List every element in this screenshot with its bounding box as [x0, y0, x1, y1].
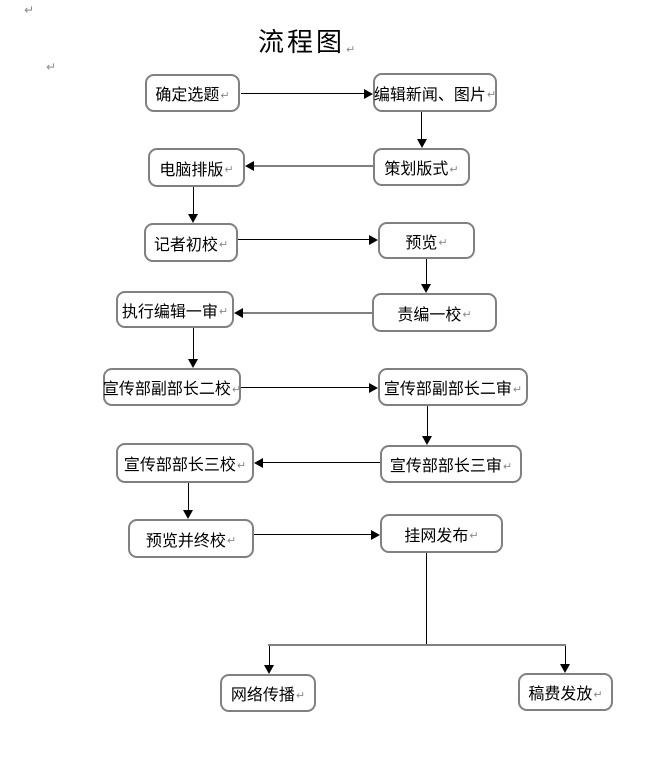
flow-node-determine-topic[interactable]: 确定选题↵ — [145, 74, 240, 112]
paragraph-mark: ↵ — [220, 88, 230, 102]
edge-12-line — [188, 483, 189, 511]
flow-node-network-spread[interactable]: 网络传播↵ — [220, 674, 316, 712]
paragraph-mark: ↵ — [346, 43, 359, 56]
paragraph-mark: ↵ — [226, 534, 237, 547]
edge-3-line — [254, 165, 373, 167]
flow-node-reporter-first-proof[interactable]: 记者初校↵ — [144, 223, 238, 262]
node-label: 挂网发布 — [404, 527, 469, 545]
paragraph-mark: ↵ — [46, 60, 57, 74]
edge-9-line — [241, 387, 370, 388]
paragraph-mark: ↵ — [236, 458, 247, 472]
paragraph-mark: ↵ — [486, 88, 497, 101]
edge-7-arrowhead-left-icon — [234, 308, 243, 318]
edge-5-line — [238, 239, 370, 240]
flow-node-plan-layout[interactable]: 策划版式↵ — [373, 148, 470, 186]
edge-11-line — [263, 462, 380, 463]
edge-14-branch-line — [268, 644, 566, 646]
node-label: 网络传播 — [230, 687, 295, 704]
node-label: 电脑排版 — [159, 161, 224, 179]
edge-8-line — [193, 328, 194, 360]
node-label: 编辑新闻、图片 — [373, 86, 486, 104]
edge-2-arrowhead-down-icon — [417, 139, 427, 148]
flow-node-preview-final-proof[interactable]: 预览并终校↵ — [128, 519, 254, 558]
node-label: 预览并终校 — [145, 532, 226, 550]
paragraph-mark: ↵ — [593, 687, 603, 701]
paragraph-mark: ↵ — [502, 459, 513, 473]
edge-4-line — [193, 187, 194, 215]
edge-4-arrowhead-down-icon — [188, 214, 198, 223]
page-title-text: 流程图 — [258, 28, 346, 57]
node-label: 宣传部部长三校 — [123, 457, 236, 474]
flow-node-deputy-second-review[interactable]: 宣传部副部长二审↵ — [378, 368, 528, 406]
edge-10-line — [427, 406, 428, 437]
flow-node-fee-payment[interactable]: 稿费发放↵ — [518, 673, 613, 711]
edge-10-arrowhead-down-icon — [422, 436, 432, 445]
edge-6-arrowhead-down-icon — [421, 284, 431, 293]
edge-6-line — [426, 259, 427, 285]
edge-7-line — [243, 312, 372, 314]
flow-node-computer-typesetting[interactable]: 电脑排版↵ — [148, 148, 245, 187]
node-label: 记者初校 — [153, 236, 218, 254]
edge-14-stem-line — [426, 553, 427, 645]
paragraph-mark: ↵ — [295, 688, 306, 702]
node-label: 宣传部副部长二审 — [383, 381, 512, 398]
paragraph-mark: ↵ — [224, 163, 234, 176]
edge-1-arrowhead-right-icon — [364, 89, 373, 99]
node-label: 确定选题 — [155, 87, 220, 104]
flow-node-editor-first-proof[interactable]: 责编一校↵ — [372, 293, 497, 332]
node-label: 稿费发放 — [528, 686, 593, 703]
paragraph-mark: ↵ — [24, 3, 35, 17]
flow-node-chief-third-review[interactable]: 宣传部部长三审↵ — [380, 445, 522, 483]
paragraph-mark: ↵ — [512, 382, 523, 396]
edge-16-line — [565, 646, 566, 665]
edge-8-arrowhead-down-icon — [188, 359, 198, 368]
node-label: 责编一校 — [397, 306, 462, 324]
node-label: 宣传部部长三审 — [389, 458, 502, 475]
flow-node-edit-news-pictures[interactable]: 编辑新闻、图片↵ — [373, 73, 497, 112]
flow-node-chief-third-proof[interactable]: 宣传部部长三校↵ — [116, 443, 254, 483]
edge-15-line — [269, 646, 270, 666]
edge-12-arrowhead-down-icon — [183, 510, 193, 519]
edge-13-arrowhead-right-icon — [371, 530, 380, 540]
paragraph-mark: ↵ — [231, 382, 242, 396]
node-label: 宣传部副部长二校 — [102, 381, 231, 398]
flow-node-exec-editor-review[interactable]: 执行编辑一审↵ — [116, 291, 234, 328]
flow-node-preview[interactable]: 预览↵ — [378, 222, 475, 259]
edge-1-line — [241, 93, 365, 94]
paragraph-mark: ↵ — [218, 305, 229, 318]
edge-5-arrowhead-right-icon — [369, 235, 378, 245]
edge-16-arrowhead-down-icon — [560, 664, 570, 673]
edge-9-arrowhead-right-icon — [369, 383, 378, 393]
paragraph-mark: ↵ — [218, 238, 229, 251]
node-label: 策划版式 — [384, 161, 449, 178]
node-label: 预览 — [405, 234, 438, 252]
edge-13-line — [254, 534, 372, 535]
node-label: 执行编辑一审 — [121, 303, 218, 321]
edge-3-arrowhead-left-icon — [245, 161, 254, 171]
page-title: 流程图↵ — [258, 22, 358, 59]
edge-2-line — [421, 112, 422, 140]
paragraph-mark: ↵ — [449, 162, 459, 176]
edge-15-arrowhead-down-icon — [264, 665, 274, 674]
paragraph-mark: ↵ — [438, 236, 448, 249]
flow-node-publish-online[interactable]: 挂网发布↵ — [380, 514, 503, 553]
edge-11-arrowhead-left-icon — [254, 458, 263, 468]
paragraph-mark: ↵ — [469, 529, 479, 542]
flow-node-deputy-second-proof[interactable]: 宣传部副部长二校↵ — [103, 368, 241, 406]
paragraph-mark: ↵ — [462, 308, 472, 321]
